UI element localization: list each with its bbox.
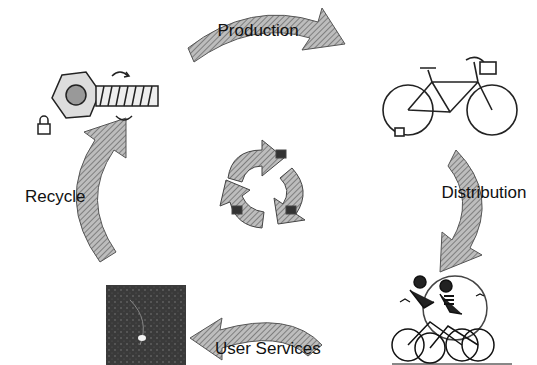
cycle-arrow — [440, 150, 482, 272]
stage-label: Recycle — [25, 188, 85, 205]
cycle-arrow — [190, 318, 322, 360]
recycle-symbol — [220, 140, 305, 228]
bolt-nut — [38, 72, 158, 134]
bicycle — [383, 57, 517, 136]
stage-label: Distribution — [442, 184, 527, 201]
photo — [106, 285, 186, 365]
stage-label: User Services — [215, 340, 321, 357]
stage-label: Production — [218, 22, 299, 39]
cyclists — [392, 276, 512, 364]
cycle-arrow — [188, 8, 345, 62]
